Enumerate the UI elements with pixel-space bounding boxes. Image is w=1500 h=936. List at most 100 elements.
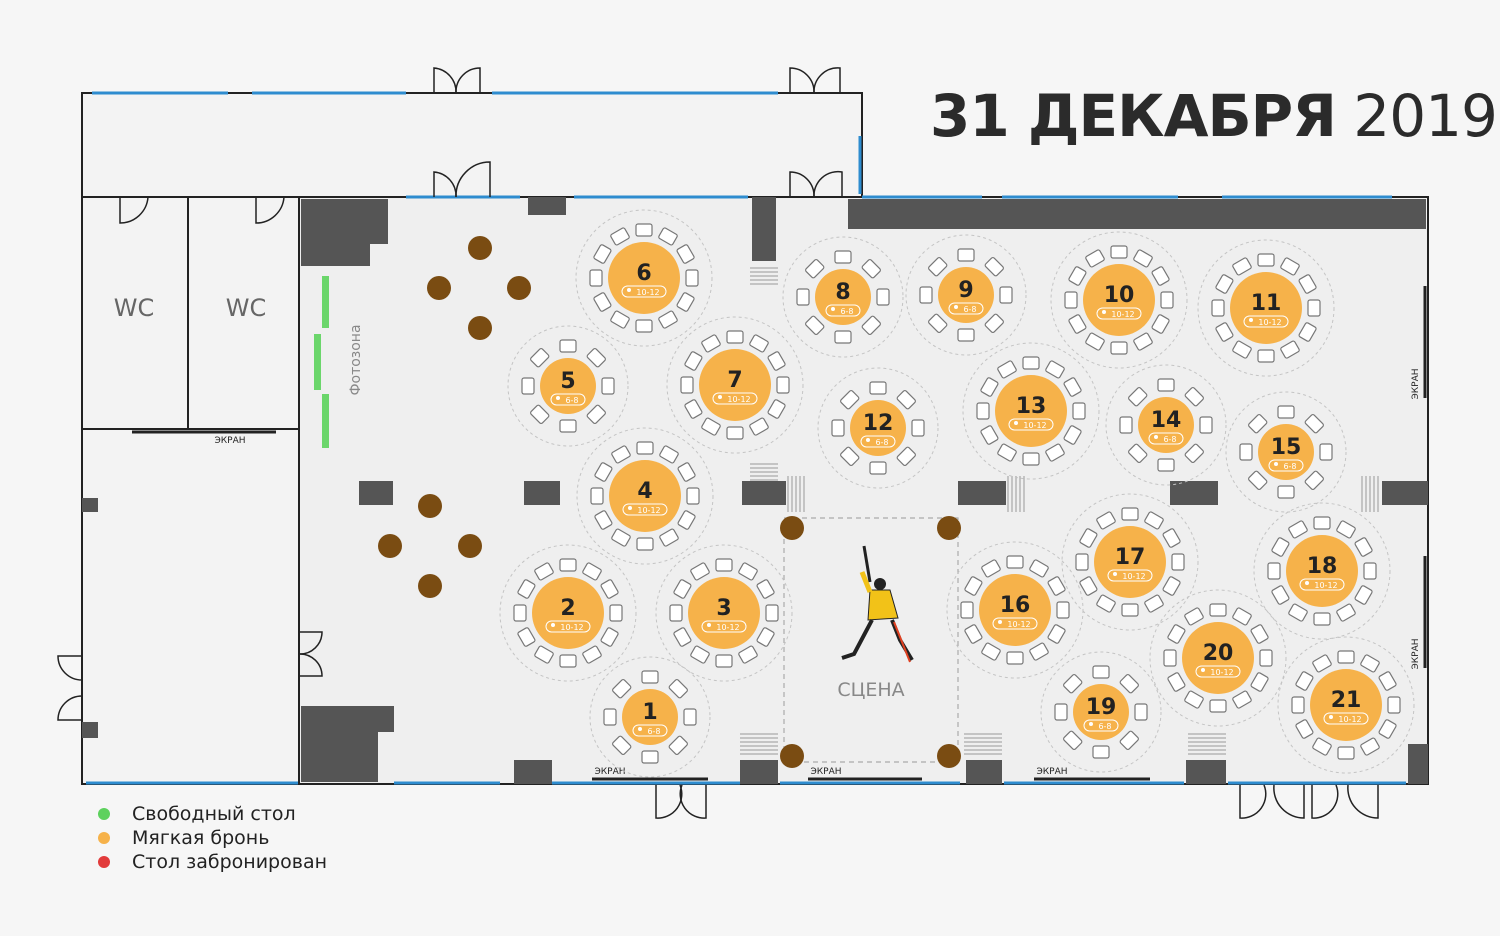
chair [1319, 443, 1333, 461]
pillar [82, 498, 98, 512]
stage-label: СЦЕНА [837, 679, 904, 701]
table-14[interactable]: 146-8 [1105, 364, 1227, 486]
table-12[interactable]: 126-8 [817, 367, 939, 489]
table-2[interactable]: 210-12 [499, 544, 637, 682]
columns [378, 236, 961, 768]
chair [559, 339, 577, 353]
chair [981, 642, 1001, 661]
table-zone [576, 427, 714, 565]
chair [1250, 624, 1269, 644]
table-3[interactable]: 310-12 [655, 544, 793, 682]
chair [1029, 642, 1049, 661]
table-capacity: 6-8 [963, 305, 976, 314]
table-9[interactable]: 96-8 [905, 234, 1027, 356]
chair [1387, 696, 1401, 714]
chair [690, 562, 710, 581]
chair [876, 288, 890, 306]
table-capacity: 10-12 [727, 395, 750, 404]
chair [928, 313, 948, 333]
chair [1072, 402, 1086, 420]
capacity-pill [1083, 719, 1119, 732]
chair [600, 579, 619, 599]
capacity-pill [1096, 307, 1142, 320]
capacity-pill [1107, 569, 1153, 582]
table-6[interactable]: 610-12 [575, 209, 713, 347]
chair [612, 735, 632, 755]
column [780, 516, 804, 540]
chair [997, 443, 1017, 462]
chair [1022, 452, 1040, 466]
doors[interactable] [57, 67, 1379, 819]
chair [1006, 651, 1024, 665]
photozone-wall [314, 276, 329, 448]
table-capacity: 6-8 [1283, 462, 1296, 471]
chair [1134, 703, 1148, 721]
door-wc-1[interactable] [119, 196, 149, 224]
table-1[interactable]: 16-8 [589, 656, 711, 778]
table-7[interactable]: 710-12 [666, 316, 804, 454]
table-number: 18 [1307, 554, 1338, 579]
chair [738, 645, 758, 664]
chair [834, 250, 852, 264]
chair [684, 351, 703, 371]
chair [1063, 377, 1082, 397]
table-capacity: 6-8 [1163, 435, 1176, 444]
table-5[interactable]: 56-8 [507, 325, 629, 447]
chair [756, 579, 775, 599]
table-number: 19 [1086, 695, 1117, 720]
chair [767, 399, 786, 419]
table-number: 2 [560, 596, 575, 621]
table-zone [1253, 502, 1391, 640]
chair [840, 390, 860, 410]
table-8[interactable]: 86-8 [782, 236, 904, 358]
chair [1119, 730, 1139, 750]
person-icon [1154, 435, 1158, 439]
chair [1162, 576, 1181, 596]
capacity-pill [825, 304, 861, 317]
door-wc-2[interactable] [255, 196, 285, 224]
chair [1312, 737, 1332, 756]
table-number: 14 [1151, 408, 1182, 433]
pillar [1170, 481, 1218, 505]
chair [1045, 443, 1065, 462]
capacity-pill [712, 392, 758, 405]
corridor [81, 92, 863, 198]
person-icon [638, 727, 642, 731]
chair [600, 627, 619, 647]
chair [530, 404, 550, 424]
chair [1250, 672, 1269, 692]
table-zone [782, 236, 904, 358]
table-zone [905, 234, 1027, 356]
table-number: 4 [637, 479, 652, 504]
chair [593, 292, 612, 312]
chair [1110, 341, 1128, 355]
table-15[interactable]: 156-8 [1225, 391, 1347, 513]
table-number: 11 [1251, 291, 1282, 316]
chair [776, 376, 790, 394]
chair [611, 528, 631, 547]
chair [1160, 291, 1174, 309]
capacity-pill [992, 617, 1038, 630]
chair [1277, 485, 1295, 499]
person-icon [1305, 581, 1309, 585]
chair [1232, 257, 1252, 276]
person-icon [954, 305, 958, 309]
chair [834, 330, 852, 344]
chair [964, 624, 983, 644]
table-19[interactable]: 196-8 [1040, 651, 1162, 773]
photozone-label: Фотозона [348, 324, 364, 395]
table-top [1083, 264, 1155, 336]
person-icon [556, 396, 560, 400]
chair [1096, 594, 1116, 613]
table-4[interactable]: 410-12 [576, 427, 714, 565]
pillar [528, 197, 566, 215]
table-top [1094, 526, 1166, 598]
